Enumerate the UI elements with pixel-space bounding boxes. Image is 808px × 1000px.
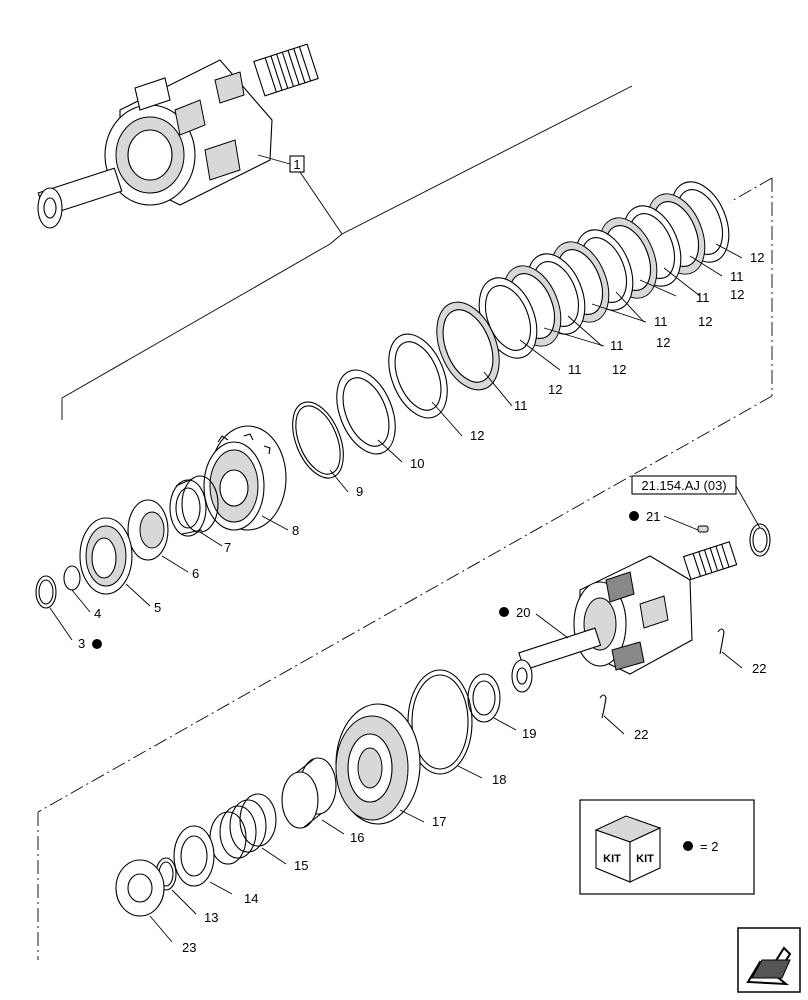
bullet-icon <box>629 511 639 521</box>
race-item-6: 6 <box>127 499 199 581</box>
callout-13: 13 <box>204 910 218 925</box>
callout-18: 18 <box>492 772 506 787</box>
callout-16: 16 <box>350 830 364 845</box>
callout-11: 11 <box>654 314 668 329</box>
clip-item-4: 4 <box>63 565 101 621</box>
pin-item-21: 21 <box>629 509 709 533</box>
reference-box <box>631 475 737 495</box>
plate-item-10 <box>336 369 396 455</box>
callout-5: 5 <box>154 600 161 615</box>
ring-item-3: 3 <box>35 575 102 651</box>
callout-21: 21 <box>646 509 660 524</box>
kit-legend: KIT KIT = 2 <box>579 799 755 895</box>
kit-label-right: KIT <box>636 853 654 865</box>
callout-11: 11 <box>514 398 528 413</box>
bearing-item-7: 7 <box>169 475 231 555</box>
bullet-icon <box>92 639 102 649</box>
kit-box-icon: KIT KIT <box>594 815 662 883</box>
callout-9: 9 <box>356 484 363 499</box>
callout-12: 12 <box>612 362 626 377</box>
callout-20: 20 <box>516 605 530 620</box>
ring-item-19: 19 <box>467 673 536 741</box>
callout-10: 10 <box>410 456 424 471</box>
callout-1: 1 <box>293 157 300 172</box>
clutch-disc-stack <box>292 181 730 479</box>
callout-17: 17 <box>432 814 446 829</box>
gear-item-8: 8 <box>203 425 299 538</box>
sleeve-item-16: 16 <box>281 757 364 845</box>
callout-14: 14 <box>244 891 258 906</box>
callout-11: 11 <box>730 269 744 284</box>
callout-12: 12 <box>698 314 712 329</box>
callout-3: 3 <box>78 636 85 651</box>
callout-12: 12 <box>656 335 670 350</box>
pin-item-22-left: 22 <box>599 694 648 742</box>
ring-item-9 <box>292 401 344 479</box>
callout-7: 7 <box>224 540 231 555</box>
reference-label: 21.154.AJ (03) <box>631 475 771 557</box>
callout-22: 22 <box>634 727 648 742</box>
reference-text: 21.154.AJ (03) <box>641 478 726 493</box>
bearing-item-5: 5 <box>79 517 161 615</box>
kit-label-left: KIT <box>603 853 621 865</box>
callout-4: 4 <box>94 606 101 621</box>
pin-item-22-right: 22 <box>717 628 766 676</box>
assembly-part-1: 1 <box>37 43 633 420</box>
callout-11: 11 <box>568 362 582 377</box>
bullet-icon <box>683 841 693 851</box>
kit-equals-text: = 2 <box>700 839 718 854</box>
callout-12: 12 <box>548 382 562 397</box>
callout-12: 12 <box>730 287 744 302</box>
callout-12: 12 <box>470 428 484 443</box>
callout-15: 15 <box>294 858 308 873</box>
disc-leaders <box>329 243 743 493</box>
phantom-frame-upper <box>37 177 773 813</box>
piston-item-17: 17 <box>335 703 446 829</box>
bullet-icon <box>499 607 509 617</box>
navigate-arrow-icon[interactable] <box>737 927 801 993</box>
callout-22: 22 <box>752 661 766 676</box>
spring-item-15: 15 <box>209 793 308 873</box>
callout-11: 11 <box>696 290 710 305</box>
callout-23: 23 <box>182 940 196 955</box>
shaft-item-20: 20 <box>499 541 738 693</box>
callout-11: 11 <box>610 338 624 353</box>
washer-item-23: 23 <box>115 859 196 955</box>
washer-item-14: 14 <box>173 825 258 906</box>
ring-ref <box>749 523 771 557</box>
callout-12: 12 <box>750 250 764 265</box>
callout-19: 19 <box>522 726 536 741</box>
callout-8: 8 <box>292 523 299 538</box>
callout-6: 6 <box>192 566 199 581</box>
disc-callouts: 12 11 12 11 12 11 12 11 12 11 12 11 12 1… <box>356 250 764 499</box>
